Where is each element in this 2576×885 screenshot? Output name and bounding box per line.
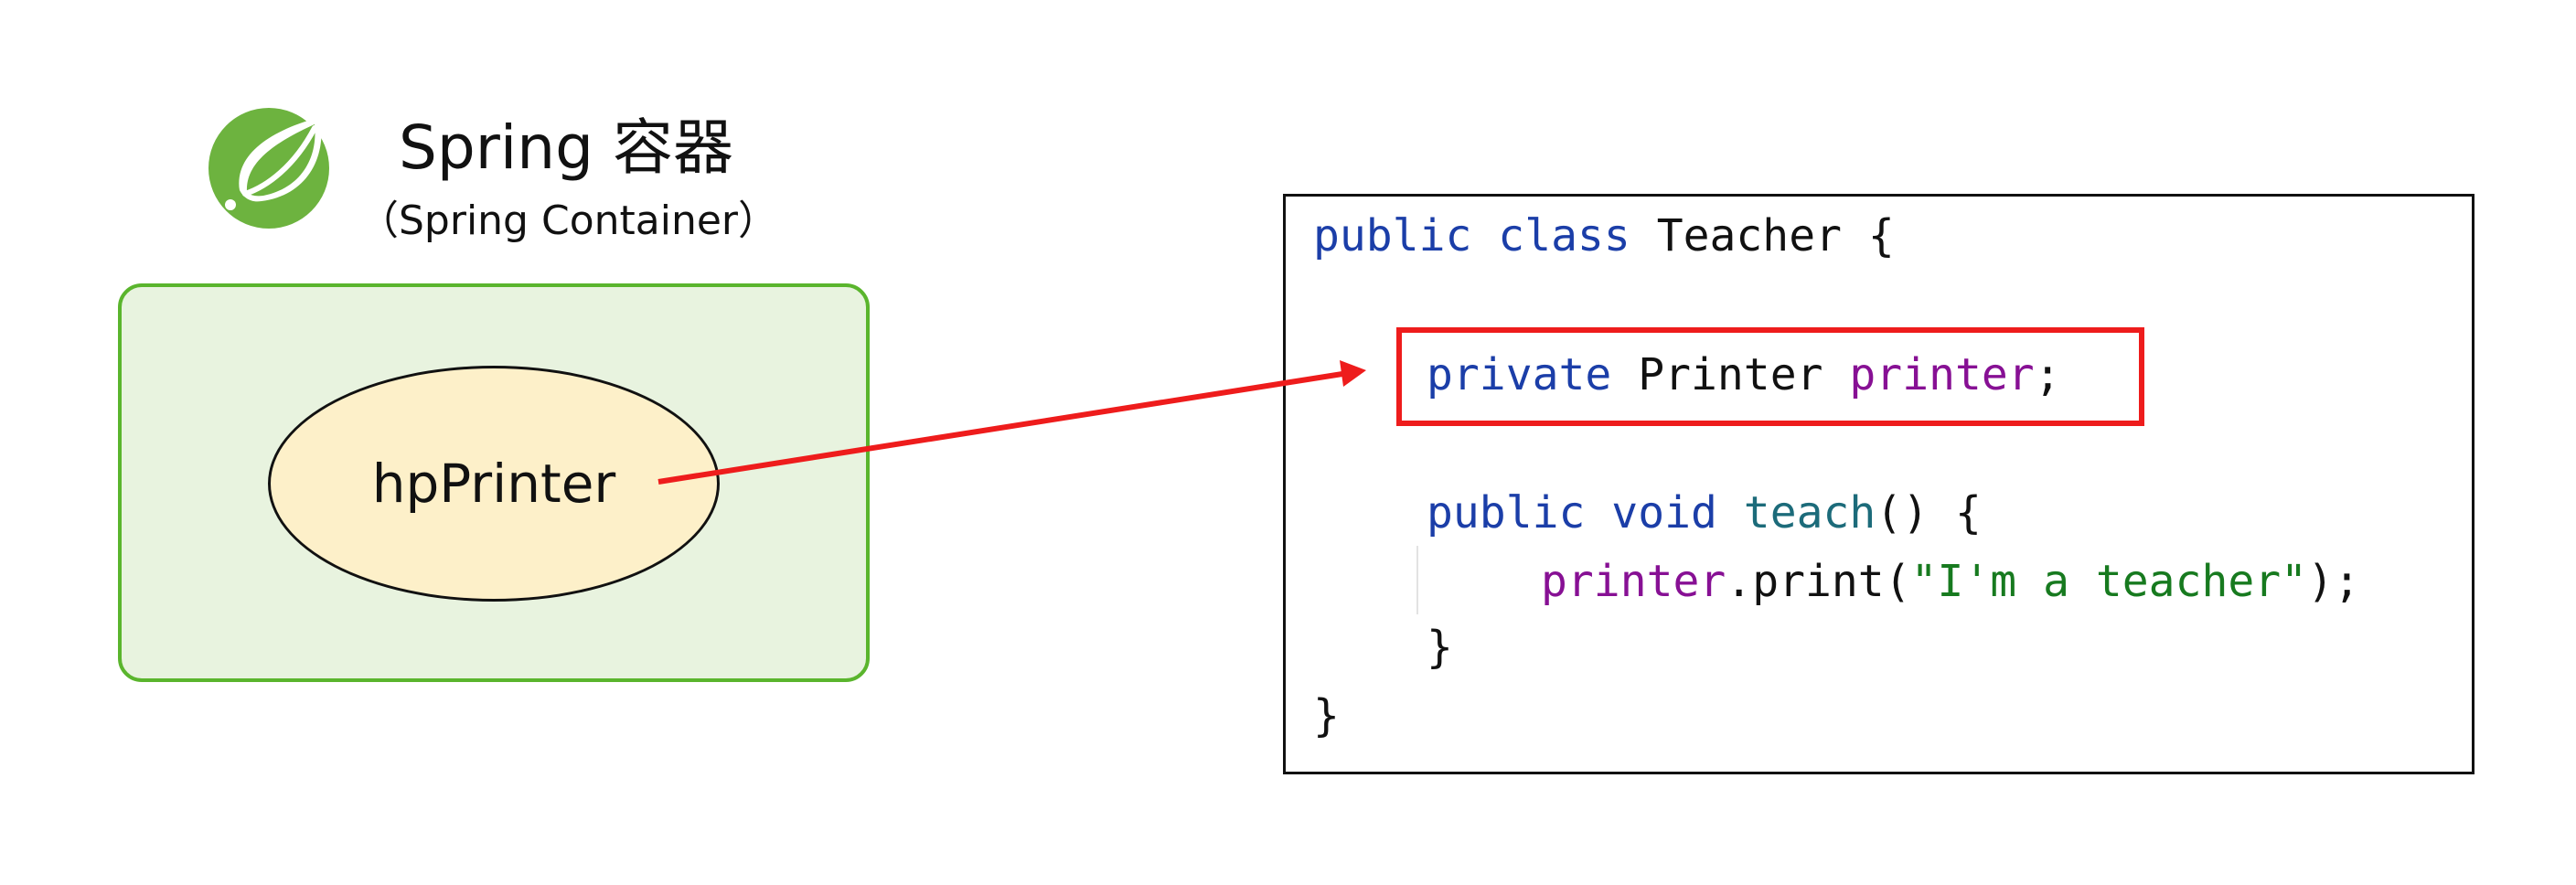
- code-line-field: private Printer printer;: [1427, 349, 2061, 400]
- diagram-subtitle: （Spring Container）: [358, 197, 778, 244]
- code-line-class-close: }: [1313, 690, 1340, 741]
- bean-ellipse: hpPrinter: [268, 366, 720, 602]
- diagram-title: Spring 容器: [399, 112, 733, 183]
- indent-guide: [1416, 546, 1418, 614]
- bean-label: hpPrinter: [371, 453, 616, 515]
- code-line-method: public void teach() {: [1427, 487, 1982, 538]
- field-highlight-box: [1396, 327, 2144, 426]
- code-line-call: printer.print("I'm a teacher");: [1541, 556, 2360, 607]
- code-line-class: public class Teacher {: [1313, 210, 1895, 261]
- code-line-method-close: }: [1427, 622, 1453, 673]
- spring-leaf-icon: [208, 108, 329, 229]
- code-box: [1283, 194, 2474, 774]
